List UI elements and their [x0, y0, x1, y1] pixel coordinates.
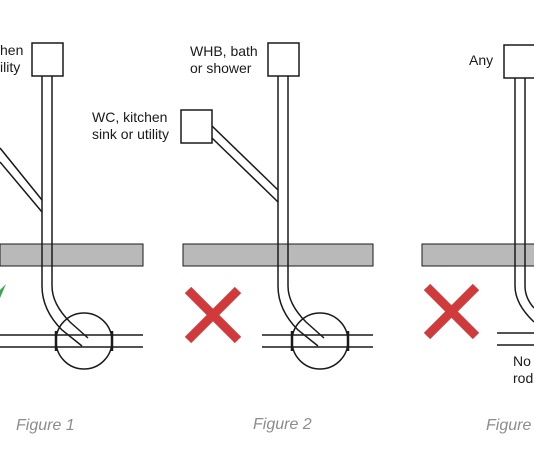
tick-icon [0, 284, 6, 298]
fixture-label: Any [469, 52, 494, 68]
figure-3-drawing [497, 44, 534, 346]
soil-pipe [51, 76, 89, 339]
floor-slab [0, 243, 144, 267]
branch-pipe [211, 125, 279, 191]
fixture-label: WHB, bath or shower [190, 43, 258, 76]
cross-icon [184, 286, 242, 344]
figure-2-drawing [180, 42, 373, 370]
fixture-label: hen ility [0, 42, 24, 75]
branch-pipe [0, 161, 43, 213]
note-label: No rod [513, 353, 534, 386]
fixture-box [267, 42, 300, 77]
figure-caption: Figure 2 [253, 416, 312, 433]
soil-pipe [514, 78, 534, 323]
fixture-label: WC, kitchen sink or utility [92, 109, 170, 142]
figure-1-drawing [0, 42, 143, 370]
inspection-chamber [55, 312, 113, 370]
soil-pipe [524, 78, 534, 309]
fixture-box [180, 109, 213, 144]
floor-slab [421, 243, 534, 267]
soil-pipe [277, 76, 319, 347]
branch-pipe [211, 137, 279, 203]
branch-pipe [0, 147, 43, 201]
soil-pipe [41, 76, 83, 347]
cross-icon [423, 283, 480, 340]
figure-caption: Figure [486, 417, 532, 434]
fixture-box [503, 44, 534, 79]
soil-pipe [287, 76, 325, 339]
figure-caption: Figure 1 [16, 417, 75, 434]
fixture-box [31, 42, 64, 77]
inspection-chamber [291, 312, 349, 370]
